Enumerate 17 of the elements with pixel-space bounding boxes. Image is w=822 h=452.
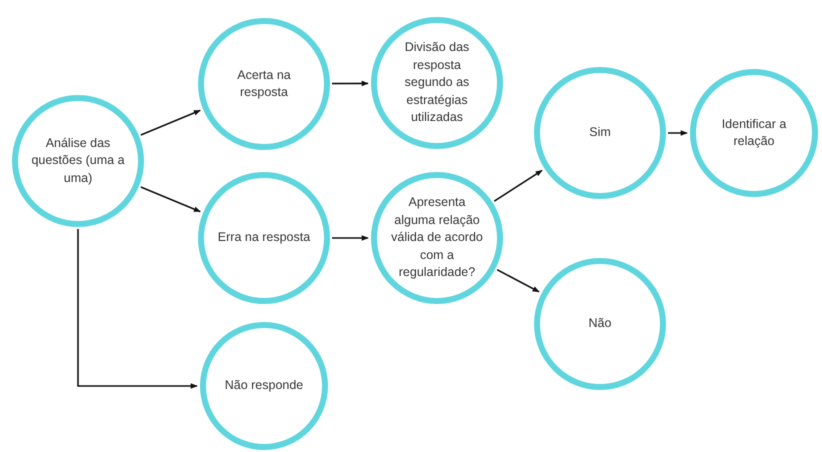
node-text: Divisão das resposta segundo as estratégias utilizadas	[404, 39, 470, 126]
node-text: Não	[588, 315, 612, 332]
node-text: Não responde	[224, 377, 304, 394]
node-text: Erra na resposta	[216, 229, 312, 246]
arrow	[140, 110, 201, 136]
arrow	[140, 186, 201, 212]
arrow	[496, 269, 540, 292]
node-text: Análise das questões (uma a uma)	[30, 134, 126, 187]
arrow	[332, 80, 369, 86]
node-text: Apresenta alguma relação válida de acordo com a regularidade?	[390, 194, 484, 282]
node-text: Identificar a relação	[720, 116, 788, 150]
arrow	[332, 235, 369, 241]
arrow	[77, 229, 198, 389]
arrow	[668, 130, 688, 136]
node-text: Acerta na resposta	[236, 66, 292, 101]
node-text: Sim	[588, 124, 612, 142]
arrow	[494, 170, 543, 202]
